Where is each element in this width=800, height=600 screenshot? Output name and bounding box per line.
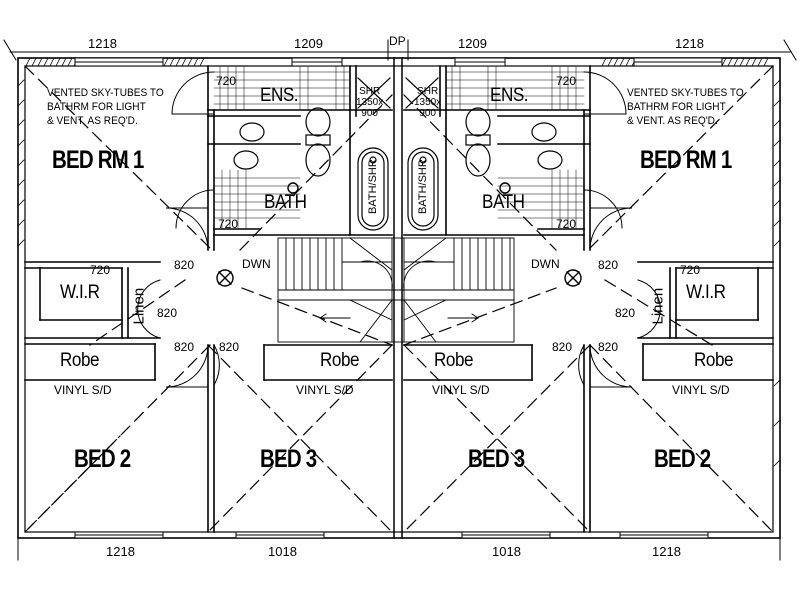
dp-label: DP (389, 34, 406, 48)
room-label-bed1-left: BED RM 1 (52, 146, 144, 174)
room-label-bed2-right: BED 2 (654, 445, 711, 473)
vinyl-door-note-d: VINYL S/D (672, 383, 730, 397)
door-dim-720-ens-right: 720 (556, 74, 577, 88)
room-label-ens-right: ENS. (490, 85, 529, 106)
stair-down-label-right: DWN (531, 257, 560, 271)
door-swings (137, 71, 661, 388)
dimension-top-3: 1209 (458, 36, 487, 51)
room-label-linen-left: Linen (130, 287, 148, 325)
room-label-wir-right: W.I.R (686, 282, 726, 303)
shower-note-right: SHR 1350x 900 (414, 86, 442, 119)
top-windows (74, 57, 723, 67)
door-dim-720-bath-left: 720 (218, 217, 239, 231)
dimension-top-2: 1209 (294, 36, 323, 51)
stair-down-label-left: DWN (242, 257, 271, 271)
room-label-bed3-left: BED 3 (260, 445, 317, 473)
door-dim-820-linen-right: 820 (615, 306, 636, 320)
dimension-bottom-1: 1218 (106, 544, 135, 559)
room-label-bath-right: BATH (482, 192, 525, 213)
skytubes-note-left: VENTED SKY-TUBES TO BATHRM FOR LIGHT & V… (47, 87, 164, 127)
door-dim-820-bed3-left: 820 (219, 340, 240, 354)
stairs (277, 237, 515, 343)
room-label-bed2-left: BED 2 (74, 445, 131, 473)
interior-walls-right (403, 65, 774, 533)
room-label-bed3-right: BED 3 (468, 445, 525, 473)
vinyl-door-note-c: VINYL S/D (432, 383, 490, 397)
robe-label-a: Robe (60, 350, 100, 371)
dimension-bottom-4: 1218 (652, 544, 681, 559)
vinyl-door-note-a: VINYL S/D (54, 383, 112, 397)
room-label-linen-right: Linen (649, 287, 667, 325)
bath-shower-label-left: BATH/SHR (367, 159, 379, 214)
dimension-ticks (17, 537, 781, 561)
door-dim-820-bed3-right: 820 (552, 340, 573, 354)
top-dimension-line (3, 39, 797, 61)
wet-area-tiles (213, 65, 585, 230)
outer-walls (17, 57, 781, 539)
skytubes-note-right: VENTED SKY-TUBES TO BATHRM FOR LIGHT & V… (627, 87, 744, 127)
room-label-ens-left: ENS. (260, 85, 299, 106)
dimension-bottom-2: 1018 (268, 544, 297, 559)
door-dim-820-linen-left: 820 (157, 306, 178, 320)
dimension-top-1: 1218 (88, 36, 117, 51)
robe-label-d: Robe (694, 350, 734, 371)
dimension-top-4: 1218 (675, 36, 704, 51)
vinyl-door-note-b: VINYL S/D (296, 383, 354, 397)
room-label-wir-left: W.I.R (60, 282, 100, 303)
room-label-bed1-right: BED RM 1 (640, 146, 732, 174)
bathroom-fixtures (233, 77, 563, 231)
door-dim-720-ens-left: 720 (216, 74, 237, 88)
dimension-bottom-3: 1018 (492, 544, 521, 559)
door-dim-820-left-a: 820 (174, 258, 195, 272)
bottom-windows (74, 531, 709, 539)
smoke-detectors (216, 182, 582, 287)
robe-label-b: Robe (320, 350, 360, 371)
door-dim-820-bed2-left: 820 (174, 340, 195, 354)
room-label-bath-left: BATH (264, 192, 307, 213)
robe-label-c: Robe (434, 350, 474, 371)
door-dim-720-wir-right: 720 (680, 263, 701, 277)
party-wall (393, 57, 403, 539)
shower-note-left: SHR 1350x 900 (356, 86, 384, 119)
door-dim-720-wir-left: 720 (90, 263, 111, 277)
bath-shower-label-right: BATH/SHR (417, 159, 429, 214)
door-dim-820-right-a: 820 (598, 258, 619, 272)
door-dim-820-bed2-right: 820 (598, 340, 619, 354)
door-dim-720-bath-right: 720 (556, 217, 577, 231)
